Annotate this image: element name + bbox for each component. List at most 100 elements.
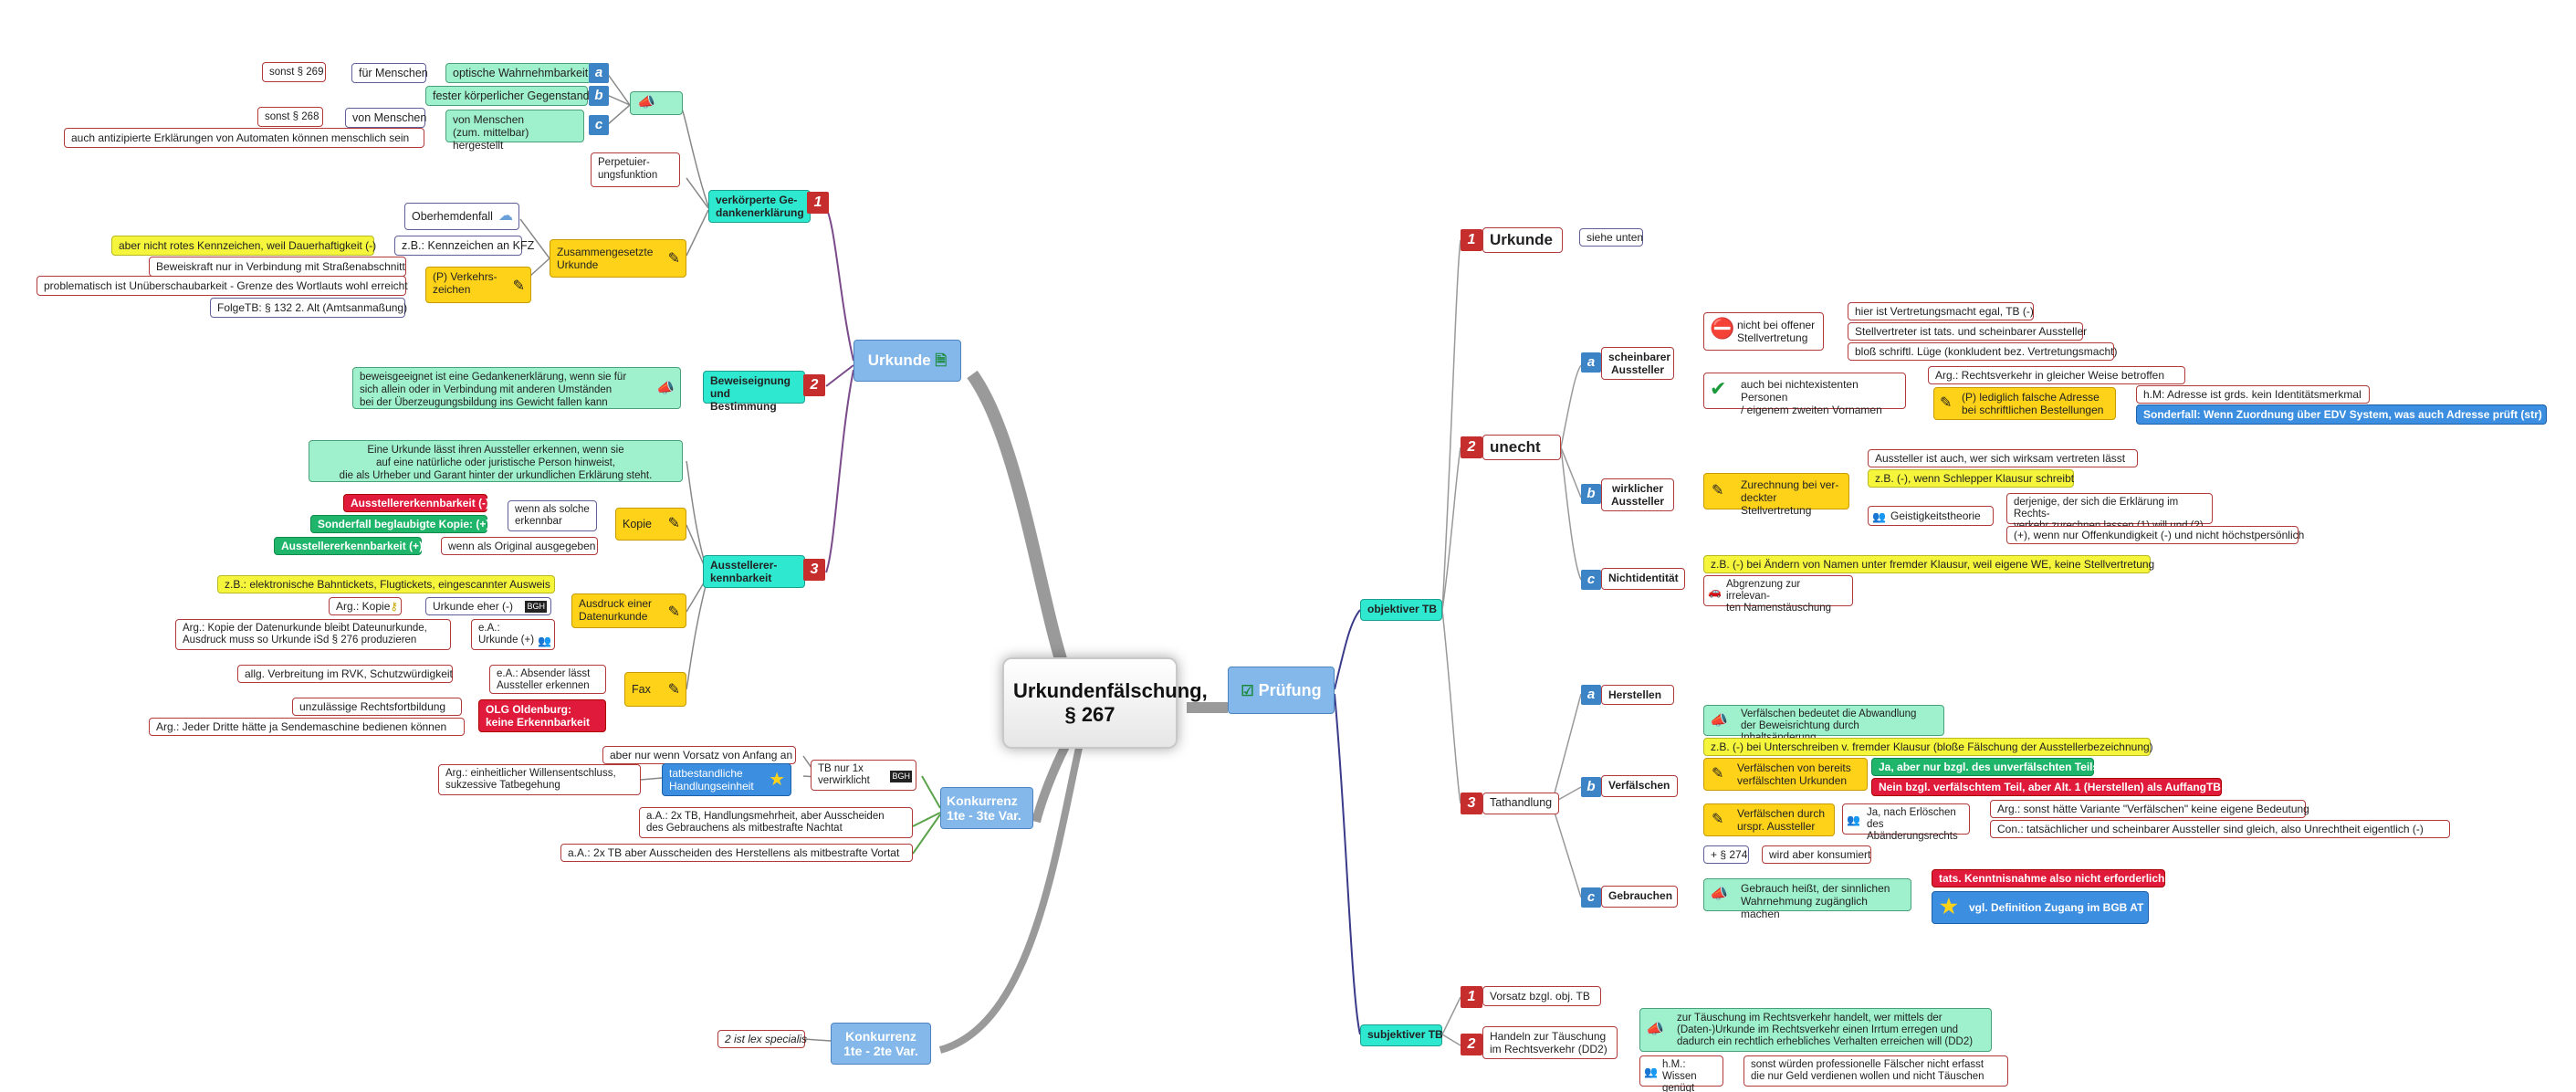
konsumiert-node[interactable]: wird aber konsumiert <box>1762 845 1871 864</box>
verfaelschen-node[interactable]: Verfälschen <box>1601 775 1678 797</box>
geistigkeitstheorie-node[interactable]: 👥Geistigkeitstheorie <box>1868 506 1994 526</box>
wenn-als-original-node[interactable]: wenn als Original ausgegeben <box>441 537 598 555</box>
gebrauch-definition-node[interactable]: 📣Gebrauch heißt, der sinnlichen Wahrnehm… <box>1703 878 1911 920</box>
con-unrechtheit-node[interactable]: Con.: tatsächlicher und scheinbarer Auss… <box>1990 820 2450 838</box>
sonst-268-node[interactable]: sonst § 268 <box>257 107 323 127</box>
abaenderungsrecht-node[interactable]: 👥Ja, nach Erlöschen des Abänderungsrecht… <box>1842 803 1970 842</box>
vorsatz-node[interactable]: Vorsatz bzgl. obj. TB <box>1482 986 1601 1006</box>
bereits-verfaelschte-node[interactable]: ✎Verfälschen von bereits verfälschten Ur… <box>1703 758 1868 791</box>
rechtsverkehr-betroffen-node[interactable]: Arg.: Rechtsverkehr in gleicher Weise be… <box>1928 366 2185 384</box>
beweisgeeignet-definition-node[interactable]: beweisgeeignet ist eine Gedankenerklärun… <box>352 367 681 409</box>
nichtidentitaet-node[interactable]: Nichtidentität <box>1601 568 1685 590</box>
oberhemdenfall-node[interactable]: Oberhemdenfall☁ <box>404 203 519 230</box>
megaphone-node[interactable]: sonst § 269📣 <box>630 91 683 115</box>
handeln-taeuschung-node[interactable]: Handeln zur Täuschung im Rechtsverkehr (… <box>1482 1026 1618 1059</box>
definition-zugang-node[interactable]: ★vgl. Definition Zugang im BGB AT <box>1932 891 2149 924</box>
mitbestrafte-vortat-node[interactable]: a.A.: 2x TB aber Ausscheiden des Herstel… <box>560 844 913 862</box>
vertretungsmacht-egal-node[interactable]: hier ist Vertretungsmacht egal, TB (-) <box>1848 302 2034 320</box>
rotes-kennzeichen-node[interactable]: aber nicht rotes Kennzeichen, weil Dauer… <box>111 236 376 256</box>
fester-gegenstand-node[interactable]: fester körperlicher Gegenstand <box>425 86 590 106</box>
antizipierte-erklaerungen-node[interactable]: auch antizipierte Erklärungen von Automa… <box>64 128 424 148</box>
verfaelschen-definition-node[interactable]: 📣Verfälschen bedeutet die Abwandlung der… <box>1703 705 1944 743</box>
konkurrenz-1-3-node[interactable]: Konkurrenz 1te - 3te Var. <box>940 787 1033 829</box>
kenntnisnahme-node[interactable]: tats. Kenntnisnahme also nicht erforderl… <box>1932 869 2165 887</box>
taeuschung-definition-node[interactable]: 📣zur Täuschung im Rechtsverkehr handelt,… <box>1639 1008 1992 1052</box>
aussteller-definition-node[interactable]: Eine Urkunde lässt ihren Aussteller erke… <box>309 440 683 482</box>
urspr-aussteller-node[interactable]: ✎Verfälschen durch urspr. Aussteller <box>1703 803 1835 836</box>
pruefung-branch[interactable]: ☑ Prüfung <box>1228 667 1335 714</box>
ausstellererkennbarkeit-positiv-node[interactable]: Ausstellererkennbarkeit (+) <box>274 537 423 555</box>
lex-specialis-node[interactable]: 2 ist lex specialis <box>717 1030 807 1048</box>
stellvertreter-aussteller-node[interactable]: Stellvertreter ist tats. und scheinbarer… <box>1848 322 2087 341</box>
subjektiver-tb-node[interactable]: subjektiver TB <box>1360 1024 1443 1046</box>
ausstellererkennbarkeit-node[interactable]: Ausstellerer- kennbarkeit <box>703 555 805 588</box>
urkunde-eher-negativ-node[interactable]: Urkunde eher (-)BGH <box>425 597 551 615</box>
nicht-bei-offener-node[interactable]: ⛔nicht bei offener Stellvertretung <box>1703 312 1824 351</box>
unueberschaubarkeit-node[interactable]: problematisch ist Unüberschaubarkeit - G… <box>37 276 408 296</box>
von-menschen-hergestellt-node[interactable]: von Menschen (zum. mittelbar) hergestell… <box>445 110 584 152</box>
arg-kopie-node[interactable]: Arg.: Kopie⚷ <box>329 597 402 615</box>
zusammengesetzte-urkunde-node[interactable]: Zusammengesetzte Urkunde✎ <box>550 239 686 278</box>
professionelle-faelscher-node[interactable]: sonst würden professionelle Fälscher nic… <box>1744 1055 2008 1087</box>
fax-node[interactable]: Fax✎ <box>624 672 686 707</box>
allg-verbreitung-node[interactable]: allg. Verbreitung im RVK, Schutzwürdigke… <box>237 665 453 683</box>
folgetb-132-node[interactable]: FolgeTB: § 132 2. Alt (Amtsanmaßung) <box>210 298 407 318</box>
perpetuierungsfunktion-node[interactable]: Perpetuier- ungsfunktion <box>591 152 680 187</box>
verkehrszeichen-node[interactable]: (P) Verkehrs- zeichen✎ <box>425 267 531 303</box>
absender-laesst-node[interactable]: e.A.: Absender lässt Aussteller erkennen <box>489 665 606 694</box>
verkoerperte-gedankenerklaerung-node[interactable]: verkörperte Ge- dankenerklärung <box>708 190 811 223</box>
schlepper-klausur-node[interactable]: z.B. (-), wenn Schlepper Klausur schreib… <box>1868 469 2074 488</box>
unverfaelschter-teil-node[interactable]: Ja, aber nur bzgl. des unverfälschten Te… <box>1871 758 2099 776</box>
tathandlung-node[interactable]: Tathandlung <box>1482 793 1559 814</box>
sonst-269-node[interactable]: sonst § 269 <box>262 62 326 82</box>
wissen-genuegt-node[interactable]: 👥h.M.: Wissen genügt <box>1639 1055 1723 1092</box>
urkunde-branch[interactable]: Urkunde 🗎 <box>853 340 961 382</box>
siehe-unten-node[interactable]: siehe unten <box>1579 228 1643 247</box>
optische-wahrnehmbarkeit-node[interactable]: optische Wahrnehmbarkeit <box>445 63 592 83</box>
variante-verfaelschen-node[interactable]: Arg.: sonst hätte Variante "Verfälschen"… <box>1990 800 2309 818</box>
unzulaessige-rechtsfortbildung-node[interactable]: unzulässige Rechtsfortbildung <box>292 698 462 716</box>
olg-oldenburg-node[interactable]: OLG Oldenburg: keine Erkennbarkeit <box>478 699 606 732</box>
beglaubigte-kopie-node[interactable]: Sonderfall beglaubigte Kopie: (+) <box>310 515 489 533</box>
wenn-als-solche-node[interactable]: wenn als solche erkennbar <box>508 500 597 531</box>
beweiseignung-node[interactable]: Beweiseignung und Bestimmung <box>703 371 805 413</box>
scheinbarer-aussteller-node[interactable]: scheinbarer Aussteller <box>1601 347 1674 380</box>
schriftl-luege-node[interactable]: bloß schriftl. Lüge (konkludent bez. Ver… <box>1848 342 2117 361</box>
arg-datenurkunde-node[interactable]: Arg.: Kopie der Datenurkunde bleibt Date… <box>175 619 451 650</box>
objektiver-tb-node[interactable]: objektiver TB <box>1360 599 1442 621</box>
herstellen-node[interactable]: Herstellen <box>1601 685 1674 705</box>
gebrauchen-node[interactable]: Gebrauchen <box>1601 886 1678 908</box>
aendern-von-namen-node[interactable]: z.B. (-) bei Ändern von Namen unter frem… <box>1703 555 2154 573</box>
adresse-identitaetsmerkmal-node[interactable]: h.M: Adresse ist grds. kein Identitätsme… <box>2136 385 2370 404</box>
zurechnen-will-kann-node[interactable]: derjenige, der sich die Erklärung im Rec… <box>2006 493 2213 543</box>
falsche-adresse-node[interactable]: ✎(P) lediglich falsche Adresse bei schri… <box>1933 387 2116 420</box>
offenkundigkeit-node[interactable]: (+), wenn nur Offenkundigkeit (-) und ni… <box>2006 526 2304 544</box>
kennzeichen-kfz-node[interactable]: z.B.: Kennzeichen an KFZ <box>394 236 534 256</box>
ausdruck-datenurkunde-node[interactable]: Ausdruck einer Datenurkunde✎ <box>571 593 686 628</box>
urkunde-check-node[interactable]: Urkunde <box>1482 227 1563 253</box>
fuer-menschen-node[interactable]: für Menschen <box>351 63 428 83</box>
namenstaeuschung-node[interactable]: 🚗Abgrenzung zur irrelevan- ten Namenstäu… <box>1703 575 1853 614</box>
central-topic[interactable]: Urkundenfälschung, § 267 <box>1002 657 1208 749</box>
sonderfall-edv-node[interactable]: Sonderfall: Wenn Zuordnung über EDV Syst… <box>2136 404 2547 425</box>
jeder-dritte-node[interactable]: Arg.: Jeder Dritte hätte ja Sendemaschin… <box>149 718 465 736</box>
vorsatz-von-anfang-node[interactable]: aber nur wenn Vorsatz von Anfang an <box>602 746 796 764</box>
beweiskraft-node[interactable]: Beweiskraft nur in Verbindung mit Straße… <box>149 257 406 277</box>
unterschreiben-klausur-node[interactable]: z.B. (-) bei Unterschreiben v. fremder K… <box>1703 738 2153 756</box>
einheitlicher-willensentschluss-node[interactable]: Arg.: einheitlicher Willensentschluss, s… <box>438 764 641 795</box>
unecht-node[interactable]: unecht <box>1482 435 1561 460</box>
ea-urkunde-positiv-node[interactable]: e.A.: Urkunde (+)👥 <box>471 619 555 650</box>
paragraph-274-node[interactable]: + § 274 <box>1703 845 1749 864</box>
von-menschen-node[interactable]: von Menschen <box>345 108 426 128</box>
handlungsmehrheit-node[interactable]: a.A.: 2x TB, Handlungsmehrheit, aber Aus… <box>639 807 913 838</box>
elektronische-tickets-node[interactable]: z.B.: elektronische Bahntickets, Flugtic… <box>217 575 555 593</box>
kopie-node[interactable]: Kopie✎ <box>615 508 686 541</box>
wirksam-vertreten-node[interactable]: Aussteller ist auch, wer sich wirksam ve… <box>1868 449 2138 467</box>
wirklicher-aussteller-node[interactable]: wirklicher Aussteller <box>1601 478 1674 511</box>
nichtexistente-personen-node[interactable]: ✔auch bei nichtexistenten Personen / eig… <box>1703 373 1906 416</box>
auffangtb-node[interactable]: Nein bzgl. verfälschtem Teil, aber Alt. … <box>1871 778 2222 796</box>
tatbestandliche-handlungseinheit-node[interactable]: tatbestandliche Handlungseinheit★ <box>662 763 791 796</box>
konkurrenz-1-2-node[interactable]: Konkurrenz 1te - 2te Var. <box>831 1023 931 1065</box>
zurechnung-node[interactable]: ✎Zurechnung bei ver- deckter Stellvertre… <box>1703 473 1849 517</box>
